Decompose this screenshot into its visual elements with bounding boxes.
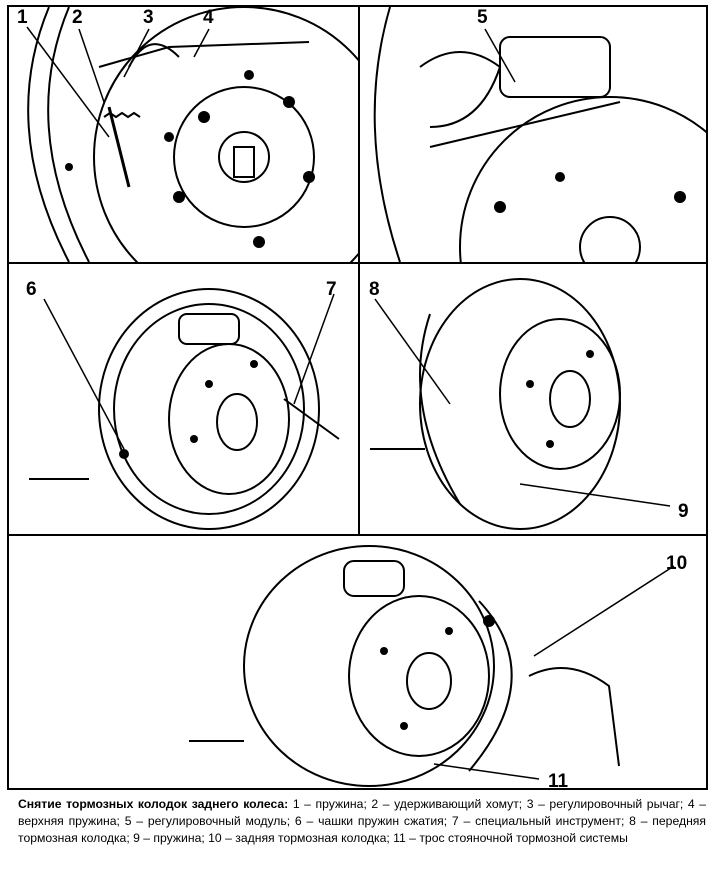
divider-vertical-top [358, 5, 360, 535]
panel-front-shoe [360, 264, 706, 534]
caption-title: Снятие тормозных колодок заднего колеса: [18, 797, 289, 811]
callout-4: 4 [203, 7, 214, 28]
callout-5: 5 [477, 7, 488, 28]
divider-horizontal-1 [7, 262, 708, 264]
callout-10: 10 [666, 553, 688, 574]
callout-9: 9 [678, 501, 689, 522]
callout-6: 6 [26, 279, 37, 300]
callout-2: 2 [72, 7, 83, 28]
illustration-frame [7, 5, 708, 790]
figure-caption: Снятие тормозных колодок заднего колеса:… [18, 796, 706, 847]
drum-illustration-1 [26, 7, 358, 262]
divider-horizontal-2 [7, 534, 708, 536]
caption-text: 1 – пружина; 2 – удерживающий хомут; 3 –… [18, 797, 706, 845]
panel-rear-shoe [9, 536, 706, 788]
panel-adjuster-module [360, 7, 706, 262]
callout-3: 3 [143, 7, 154, 28]
drum-illustration-5 [189, 545, 675, 787]
panel-spring-and-lever [9, 7, 358, 262]
drum-illustration-4 [370, 278, 671, 530]
callout-11: 11 [548, 771, 569, 792]
callout-1: 1 [17, 7, 28, 28]
callout-7: 7 [326, 279, 337, 300]
drum-illustration-3 [29, 288, 340, 530]
panel-spring-cups [9, 264, 358, 534]
callout-8: 8 [369, 279, 380, 300]
drum-illustration-2 [373, 7, 706, 262]
